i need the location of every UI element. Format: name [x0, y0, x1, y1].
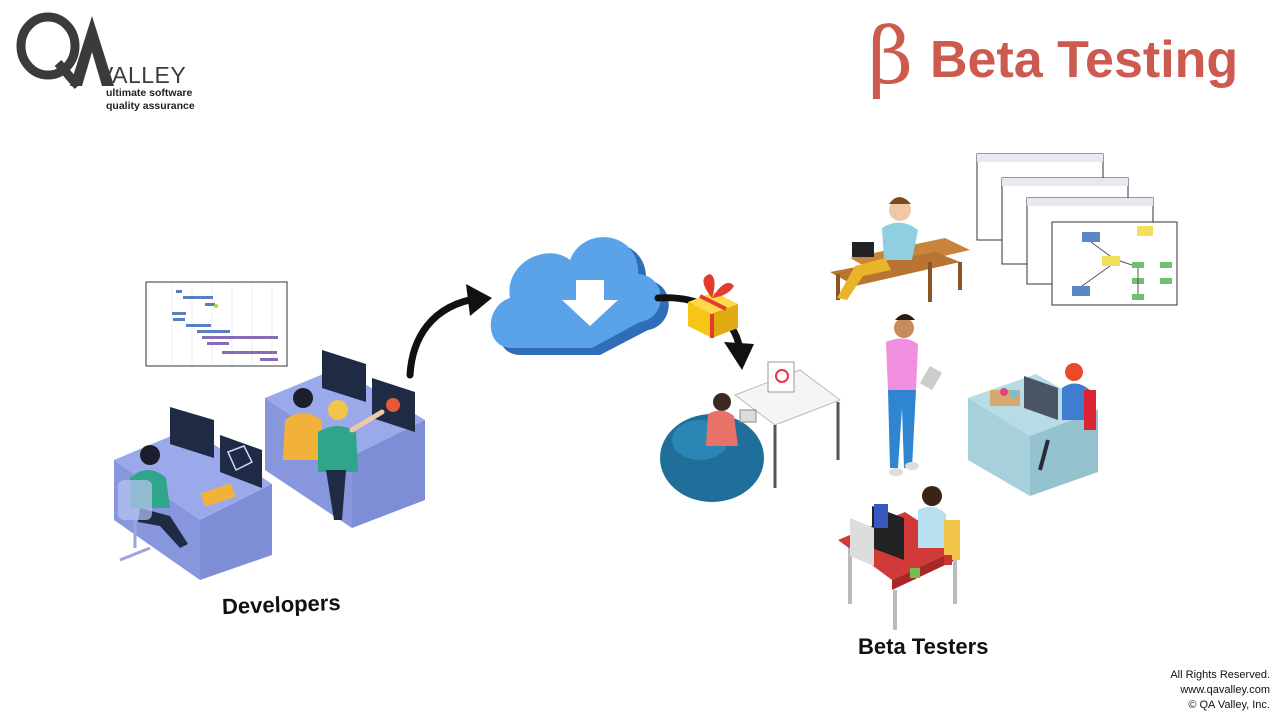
gift-box-icon [688, 274, 738, 338]
tester-beanbag-illustration [660, 361, 842, 502]
footer-company: © QA Valley, Inc. [1188, 699, 1270, 711]
app-screenshots-stack-icon [976, 153, 1178, 306]
logo-tagline-2: quality assurance [106, 100, 195, 112]
footer-website: www.qavalley.com [1180, 684, 1270, 696]
arrow-to-cloud-icon [406, 284, 492, 379]
developers-workstation-illustration [114, 350, 425, 580]
footer-rights: All Rights Reserved. [1170, 669, 1270, 681]
monitor-icon [170, 350, 415, 488]
logo-tagline-1: ultimate software [106, 87, 193, 99]
beta-testers-label: Beta Testers [858, 634, 989, 659]
tester-desk-illustration [968, 363, 1098, 496]
gantt-chart-icon [145, 281, 288, 367]
tester-red-desk-illustration [838, 486, 960, 630]
developer-person-icon [118, 445, 188, 562]
tester-standing-illustration [886, 314, 943, 476]
qa-logo-mark-icon [16, 12, 114, 89]
beta-symbol: β [868, 12, 914, 102]
footer-copyright: All Rights Reserved. www.qavalley.com © … [1170, 668, 1270, 713]
tester-bench-illustration [830, 197, 970, 302]
logo-name: VALLEY [98, 62, 187, 88]
page-title: Beta Testing [930, 31, 1239, 89]
developer-person-icon [283, 388, 385, 520]
cloud-download-icon [490, 237, 669, 355]
developers-label: Developers [221, 589, 342, 620]
qa-valley-logo [10, 8, 200, 118]
